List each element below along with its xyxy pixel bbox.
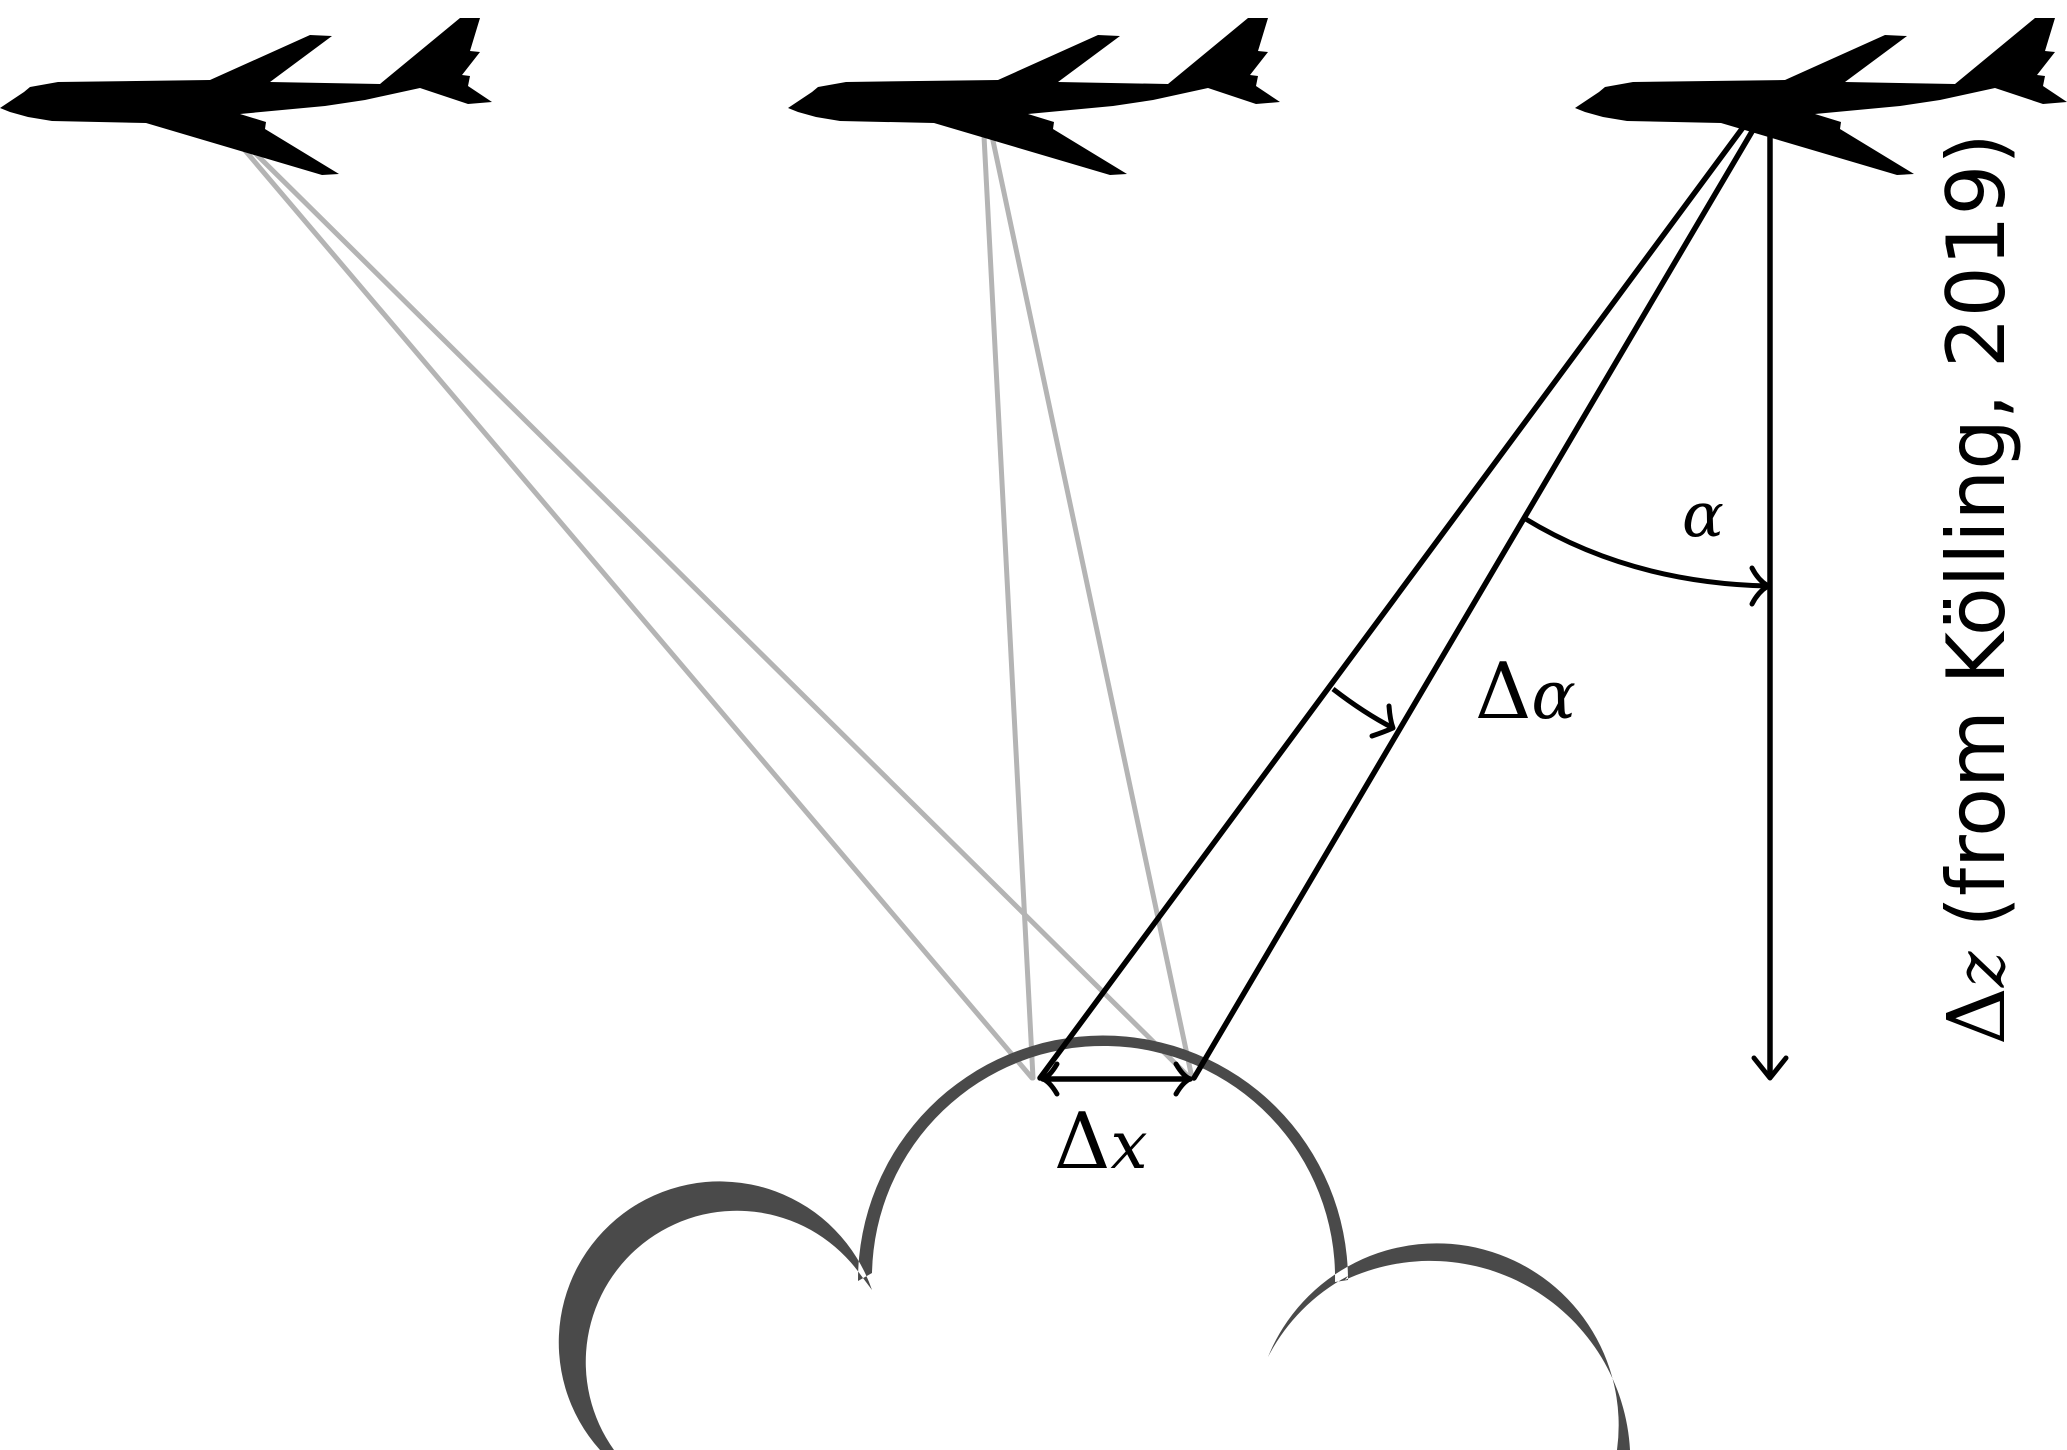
- alpha-label: α: [1682, 478, 1724, 551]
- delta-z-variable: z: [1942, 950, 2021, 988]
- airplane-silhouette-icon: [788, 18, 1280, 175]
- delta-z-label: Δz (from Kölling, 2019): [1930, 133, 2023, 1045]
- delta-alpha-label: Δα: [1475, 647, 1576, 737]
- vertical-distance-arrowhead: [1751, 1055, 1789, 1081]
- ray-aircraft-2-left: [981, 133, 1036, 1081]
- delta-alpha-arrowhead: [1369, 703, 1396, 739]
- lines-of-sight-aircraft-1: [240, 145, 1193, 1081]
- aircraft-1: [0, 18, 492, 175]
- alpha-angle-marker: [1522, 515, 1771, 607]
- airplane-silhouette-icon: [0, 18, 492, 175]
- alpha-arrowhead: [1749, 565, 1771, 607]
- ray-aircraft-3-left: [1037, 115, 1753, 1081]
- delta-z-symbol: Δ: [1930, 987, 2023, 1045]
- delta-x-left-arrowhead: [1040, 1061, 1060, 1097]
- delta-x-label: Δx: [1054, 1097, 1148, 1187]
- ray-aircraft-3-right: [1191, 115, 1763, 1081]
- delta-x-symbol: Δ: [1054, 1097, 1110, 1187]
- delta-x-variable: x: [1110, 1107, 1147, 1184]
- delta-x-right-arrowhead: [1173, 1061, 1193, 1097]
- alpha-arc: [1522, 515, 1769, 589]
- ray-aircraft-2-right: [989, 133, 1195, 1081]
- delta-alpha-variable: α: [1531, 657, 1576, 734]
- delta-x-marker: [1040, 1061, 1193, 1097]
- delta-z-source: (from Kölling, 2019): [1930, 133, 2023, 927]
- ray-aircraft-1-left: [240, 145, 1035, 1081]
- delta-alpha-marker: [1331, 687, 1396, 739]
- delta-z-caption: Δz (from Kölling, 2019): [1930, 133, 2023, 1045]
- delta-alpha-arc: [1331, 687, 1395, 731]
- delta-alpha-symbol: Δ: [1475, 647, 1531, 737]
- ray-aircraft-1-right: [249, 147, 1193, 1081]
- aircraft-2: [788, 18, 1280, 175]
- lines-of-sight-aircraft-3: [1037, 115, 1789, 1081]
- lines-of-sight-aircraft-2: [981, 133, 1195, 1081]
